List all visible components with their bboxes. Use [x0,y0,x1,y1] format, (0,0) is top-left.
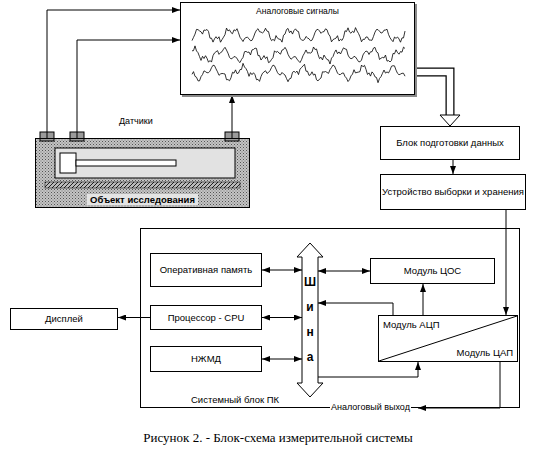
cpu-box: Процессор - CPU [150,305,262,330]
object-box: Объект исследования [35,138,250,208]
connector [232,95,233,138]
arrow-head [440,115,460,126]
node-text: Шина [304,270,316,371]
node-text: Системный блок ПК [191,394,279,405]
connector-line [262,270,302,271]
node-text: Устройство выборки и хранения [382,186,524,197]
output-label: Аналоговый выход [330,402,411,412]
waveform-trace [192,28,405,43]
connector-line [77,40,180,138]
connector-line [262,317,302,318]
hollow-arrow [415,72,460,126]
connector-line [118,317,150,318]
connector [318,362,418,377]
connector [423,284,424,315]
bus-shape [297,243,323,397]
waveform-trace [192,63,405,82]
piston [60,153,76,173]
figure-caption: Рисунок 2. - Блок-схема измерительной си… [0,430,556,446]
analog-output-line [418,362,500,408]
arrow-body [415,72,450,115]
waveforms [192,28,405,83]
connector [262,359,302,360]
node-text: Оперативная память [160,264,253,275]
connector [47,10,180,138]
connector-line [47,10,180,138]
node-text: Блок подготовки данных [396,137,504,148]
connector-line [506,210,507,315]
connector [262,270,302,271]
hdd-box: НЖМД [150,346,262,372]
node-text: Объект исследования [87,194,198,205]
connector-line [453,160,454,174]
dsp-module: Модуль ЦОС [370,258,495,284]
display-box: Дисплей [10,308,118,330]
node-text: Модуль ЦАП [457,347,513,358]
connector [262,317,302,318]
node-text: Дисплей [45,313,83,324]
node-text: Аналоговые сигналы [256,6,339,16]
diagonal-line [379,316,517,361]
connector [506,210,507,315]
sensor-label: Датчики [118,116,154,126]
connector [118,317,150,318]
connector-line [232,95,233,138]
signals-box: Аналоговые сигналы [180,2,415,95]
connector-line [318,271,370,272]
connector-line [262,359,302,360]
ram-box: Оперативная память [150,253,262,287]
connector [453,160,454,174]
connector-line [423,284,424,315]
cylinder-housing [55,148,235,178]
waveform-trace [192,46,405,64]
node-text: НЖМД [191,353,221,364]
adc-dac-module: Модуль АЦП Модуль ЦАП [378,315,518,362]
sample-hold-block: Устройство выборки и хранения [380,174,526,210]
piston-rod [76,160,176,166]
arrow-outline [415,72,450,115]
bus-outline [297,243,323,397]
connector [77,40,180,138]
bus-arrow: Шина [297,243,323,397]
prep-block: Блок подготовки данных [380,126,520,160]
node-text: Модуль ЦОС [404,265,461,276]
hatched-stripe [45,182,240,188]
connector-line [318,303,393,315]
connector-line [318,362,418,377]
connector [318,303,393,315]
node-text: Модуль АЦП [383,319,440,330]
system-unit: Системный блок ПК Оперативная памятьПроце… [140,228,520,408]
node-text: Процессор - CPU [168,312,245,323]
connector [318,271,370,272]
object-body [35,138,250,208]
